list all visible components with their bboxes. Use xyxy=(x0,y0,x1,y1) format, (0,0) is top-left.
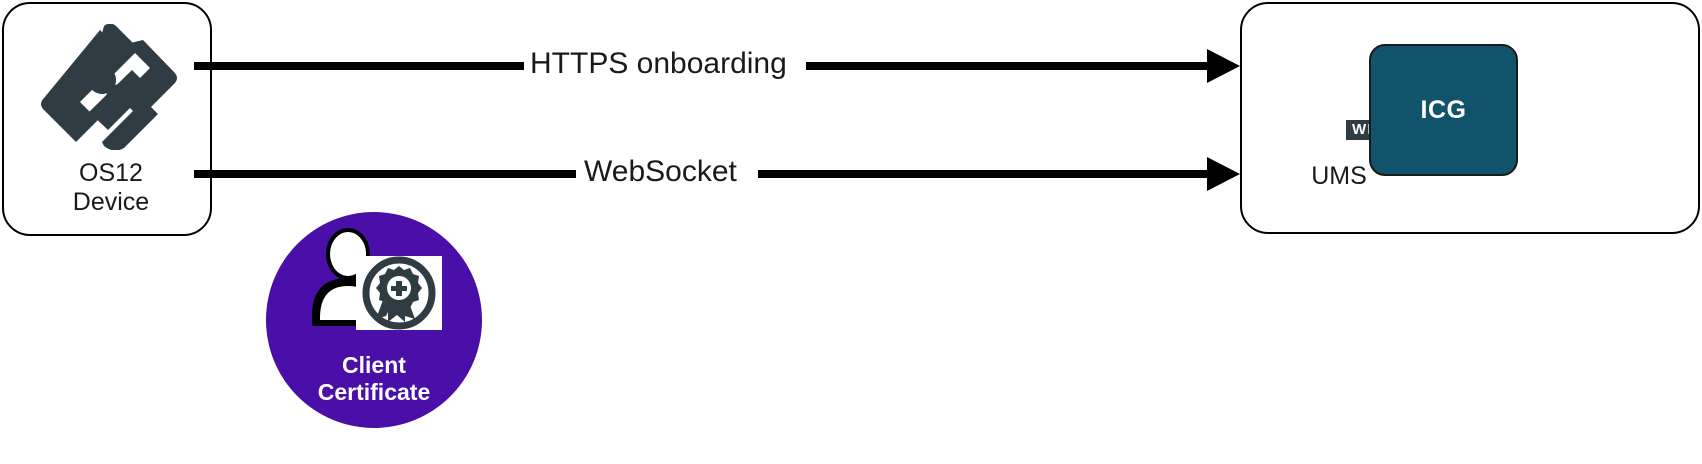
edge-arrowhead-https xyxy=(1207,49,1240,83)
edge-arrowhead-websocket xyxy=(1207,157,1240,191)
badge-icg-label: ICG xyxy=(1420,95,1467,124)
edge-line-https-left xyxy=(194,62,524,70)
node-label-os12-device: OS12 Device xyxy=(72,159,150,216)
edge-line-websocket-left xyxy=(194,170,576,178)
person-with-certificate-icon xyxy=(312,228,442,330)
node-ums[interactable]: WEB UMS / ICG xyxy=(1240,2,1700,234)
edge-line-websocket-right xyxy=(758,170,1214,178)
edge-label-https-onboarding: HTTPS onboarding xyxy=(528,47,789,81)
node-os12-device[interactable]: OS12 Device xyxy=(2,2,212,236)
edge-label-websocket: WebSocket xyxy=(582,155,739,189)
node-label-ums: UMS xyxy=(1311,162,1367,190)
badge-client-certificate[interactable]: Client Certificate xyxy=(266,212,482,428)
edge-line-https-right xyxy=(806,62,1214,70)
badge-icg[interactable]: ICG xyxy=(1369,44,1518,176)
badge-client-certificate-label: Client Certificate xyxy=(317,352,431,405)
os12-brand-logo-icon xyxy=(41,24,177,150)
